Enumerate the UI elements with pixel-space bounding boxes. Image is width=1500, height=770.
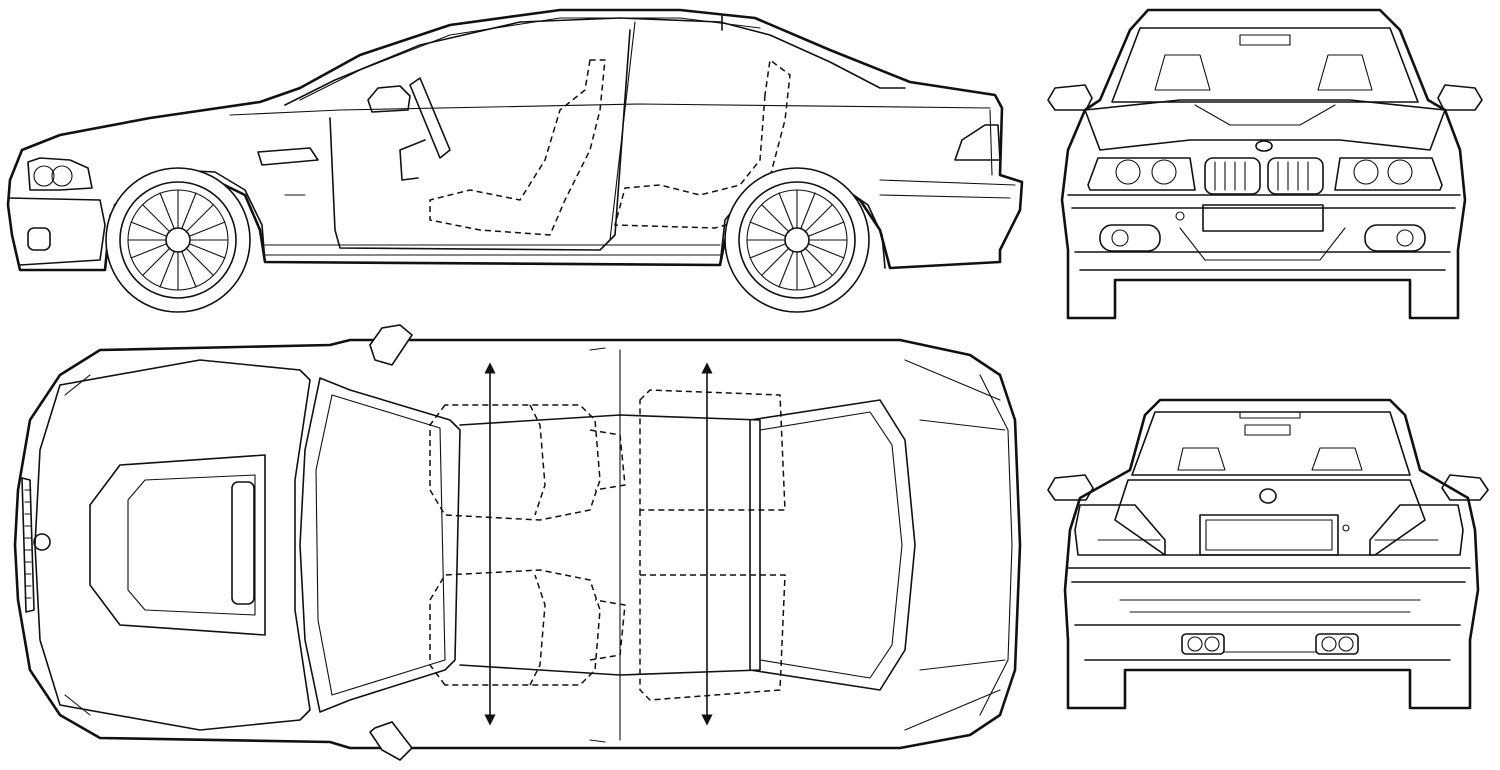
rear-taillight-left: [1074, 504, 1166, 556]
front-hood: [1084, 99, 1446, 151]
top-badge: [33, 533, 51, 551]
side-mirror: [367, 85, 411, 113]
rear-license-plate: [1199, 514, 1339, 556]
top-hood-bulge: [89, 454, 266, 636]
top-roof: [459, 414, 761, 676]
top-windshield: [299, 377, 461, 713]
side-view: [6, 8, 1024, 313]
front-fog-left: [1099, 224, 1161, 252]
side-front-wheel: [105, 167, 251, 313]
side-headlight: [27, 157, 93, 191]
side-roof-line: [299, 17, 761, 101]
side-rear-line: [879, 179, 1016, 199]
rear-mirror-right: [1441, 474, 1489, 501]
side-front-bumper: [7, 197, 106, 266]
side-window-line: [284, 17, 906, 106]
rear-mirror-left: [1047, 474, 1094, 501]
top-mirror-upper: [369, 324, 414, 366]
front-headlight-left: [1087, 157, 1196, 191]
rear-body-outline: [1063, 398, 1480, 710]
front-mirror-right: [1437, 84, 1483, 111]
side-taillight: [954, 124, 1001, 161]
front-body-outline: [1060, 8, 1467, 320]
rear-view: [1047, 398, 1489, 710]
side-belt-line: [229, 103, 991, 116]
top-front-grille: [21, 477, 35, 613]
top-rear-seat: [639, 389, 786, 701]
side-door-front: [329, 29, 631, 251]
front-headlight-right: [1334, 157, 1443, 191]
exhaust-pipes: [1181, 633, 1359, 655]
rear-seat-dashed: [614, 59, 791, 229]
front-mirror-left: [1047, 84, 1093, 111]
side-rear-wheel: [724, 167, 870, 313]
front-seat-dashed: [429, 59, 606, 236]
top-hood-outline: [34, 359, 311, 731]
kidney-grille: [1204, 157, 1324, 195]
rear-bumper: [1067, 567, 1471, 661]
top-body-outline: [13, 338, 1022, 750]
rear-taillight-right: [1369, 504, 1464, 556]
front-bumper: [1067, 194, 1461, 271]
steering-wheel: [409, 77, 451, 159]
front-badge: [1255, 140, 1273, 152]
trunk-lid: [1114, 479, 1426, 556]
side-rocker-line: [264, 244, 721, 256]
front-windshield: [1111, 27, 1419, 103]
top-rear-window: [749, 399, 916, 691]
front-license-plate: [1202, 204, 1324, 232]
side-vent: [257, 147, 319, 166]
front-view: [1047, 8, 1483, 320]
rear-badge: [1259, 488, 1277, 504]
front-fog-right: [1364, 224, 1426, 252]
side-fog-light: [27, 227, 51, 251]
rear-window: [1131, 411, 1411, 476]
top-mirror-lower: [368, 721, 414, 761]
top-view: [13, 324, 1022, 761]
